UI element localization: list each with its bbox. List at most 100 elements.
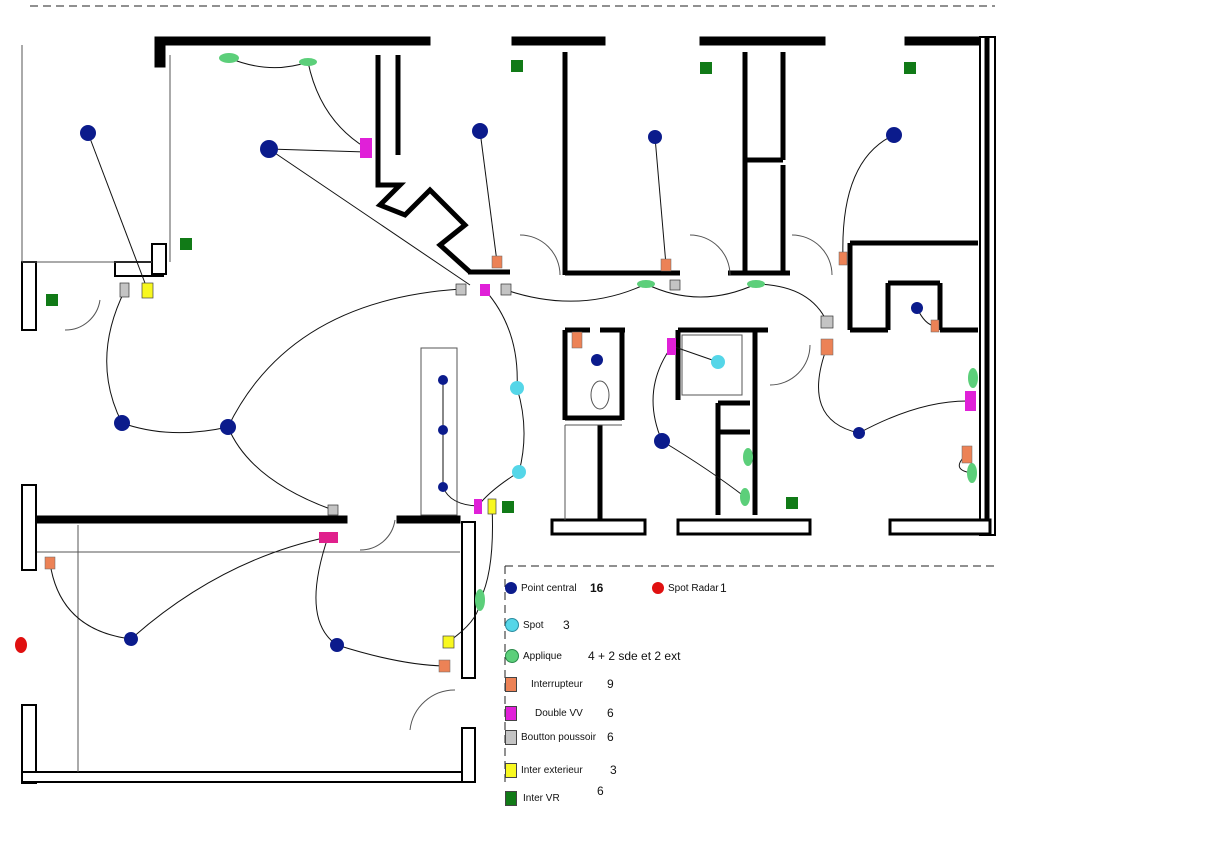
legend-label: Spot Radar (668, 582, 719, 594)
legend-label: Inter exterieur (521, 764, 583, 776)
boutton-poussoir-marker (500, 283, 512, 296)
point-central-marker (853, 427, 865, 439)
dashed-borders (30, 5, 995, 785)
boutton-poussoir-marker (119, 282, 130, 298)
inter-exterieur-marker (442, 635, 455, 649)
legend-item-inter-vr: Inter VR 6 (505, 784, 604, 808)
double-vv-marker (965, 391, 976, 411)
legend-item-point-central: Point central 16 (505, 578, 603, 598)
inter-vr-markers (46, 60, 916, 513)
double-vv-marker (474, 499, 482, 514)
legend-count: 6 (607, 706, 614, 720)
inter-exterieur-marker (487, 498, 497, 515)
spot-swatch (505, 618, 519, 632)
inter-vr-marker (786, 497, 798, 509)
point-central-marker (330, 638, 344, 652)
legend-label: Point central (521, 582, 577, 594)
inter-vr-marker (502, 501, 514, 513)
spot-markers (510, 355, 725, 479)
inter-exterieur-markers (141, 282, 497, 649)
legend-count: 6 (607, 730, 614, 744)
double-vv-markers (319, 138, 976, 543)
legend-count: 1 (720, 581, 727, 595)
applique-swatch (505, 649, 519, 663)
legend-count: 6 (597, 784, 604, 798)
interrupteur-marker (660, 258, 672, 272)
point-central-marker (438, 375, 448, 385)
legend-label: Double VV (535, 707, 583, 719)
point-central-marker (472, 123, 488, 139)
legend-item-spot: Spot 3 (505, 615, 570, 635)
applique-markers (219, 53, 978, 611)
interrupteur-marker (930, 319, 940, 333)
point-central-marker (886, 127, 902, 143)
boutton-poussoir-swatch (505, 729, 517, 745)
legend-item-applique: Applique 4 + 2 sde et 2 ext (505, 646, 680, 666)
double-vv-swatch (505, 705, 517, 721)
point-central-marker (438, 425, 448, 435)
point-central-markers (80, 123, 923, 652)
walls (21, 36, 996, 784)
double-vv-marker (667, 338, 676, 355)
point-central-marker (911, 302, 923, 314)
inter-exterieur-marker (141, 282, 154, 299)
boutton-poussoir-marker (820, 315, 834, 329)
legend-count: 9 (607, 677, 614, 691)
spot-marker (510, 381, 524, 395)
applique-marker (740, 488, 750, 506)
spot-radar-swatch (652, 582, 664, 594)
legend-count: 16 (590, 581, 604, 595)
wiring (49, 57, 973, 667)
double-vv-marker (480, 284, 490, 296)
applique-marker (299, 58, 317, 66)
applique-marker (475, 589, 485, 611)
inter-vr-marker (904, 62, 916, 74)
legend-label: Interrupteur (531, 678, 583, 690)
applique-marker (219, 53, 239, 63)
point-central-swatch (505, 582, 517, 594)
double-vv-marker (360, 138, 372, 158)
point-central-marker (648, 130, 662, 144)
interrupteur-marker (838, 251, 848, 266)
legend-count: 3 (563, 618, 570, 632)
point-central-marker (220, 419, 236, 435)
inter-vr-swatch (505, 790, 517, 806)
interrupteur-swatch (505, 676, 517, 692)
applique-marker (967, 463, 977, 483)
point-central-marker (591, 354, 603, 366)
inter-vr-marker (700, 62, 712, 74)
applique-marker (743, 448, 753, 466)
legend-label: Spot (523, 619, 544, 631)
interrupteur-marker (961, 445, 973, 464)
legend-label: Inter VR (523, 792, 560, 804)
point-central-marker (260, 140, 278, 158)
applique-marker (637, 280, 655, 288)
boutton-poussoir-marker (455, 283, 467, 296)
applique-marker (968, 368, 978, 388)
point-central-marker (654, 433, 670, 449)
legend-label: Boutton poussoir (521, 731, 597, 743)
point-central-marker (438, 482, 448, 492)
legend-label: Applique (523, 650, 562, 662)
legend-item-double-vv: Double VV 6 (505, 703, 614, 723)
legend-item-inter-exterieur: Inter exterieur 3 (505, 760, 617, 780)
inter-vr-marker (511, 60, 523, 72)
legend-item-interrupteur: Interrupteur 9 (505, 674, 614, 694)
legend-count: 4 + 2 sde et 2 ext (588, 649, 681, 663)
thin-lines (21, 45, 833, 772)
interrupteur-marker (820, 338, 834, 356)
interrupteur-marker (438, 659, 451, 673)
boutton-poussoir-marker (327, 504, 339, 516)
interrupteur-markers (44, 251, 973, 673)
spot-radar-marker (15, 637, 27, 653)
legend-count: 3 (610, 763, 617, 777)
inter-vr-marker (46, 294, 58, 306)
applique-marker (747, 280, 765, 288)
point-central-marker (114, 415, 130, 431)
boutton-poussoir-markers (119, 279, 834, 516)
interrupteur-marker (571, 331, 583, 349)
legend-item-boutton-poussoir: Boutton poussoir 6 (505, 727, 614, 747)
inter-exterieur-swatch (505, 762, 517, 778)
spot-marker (711, 355, 725, 369)
